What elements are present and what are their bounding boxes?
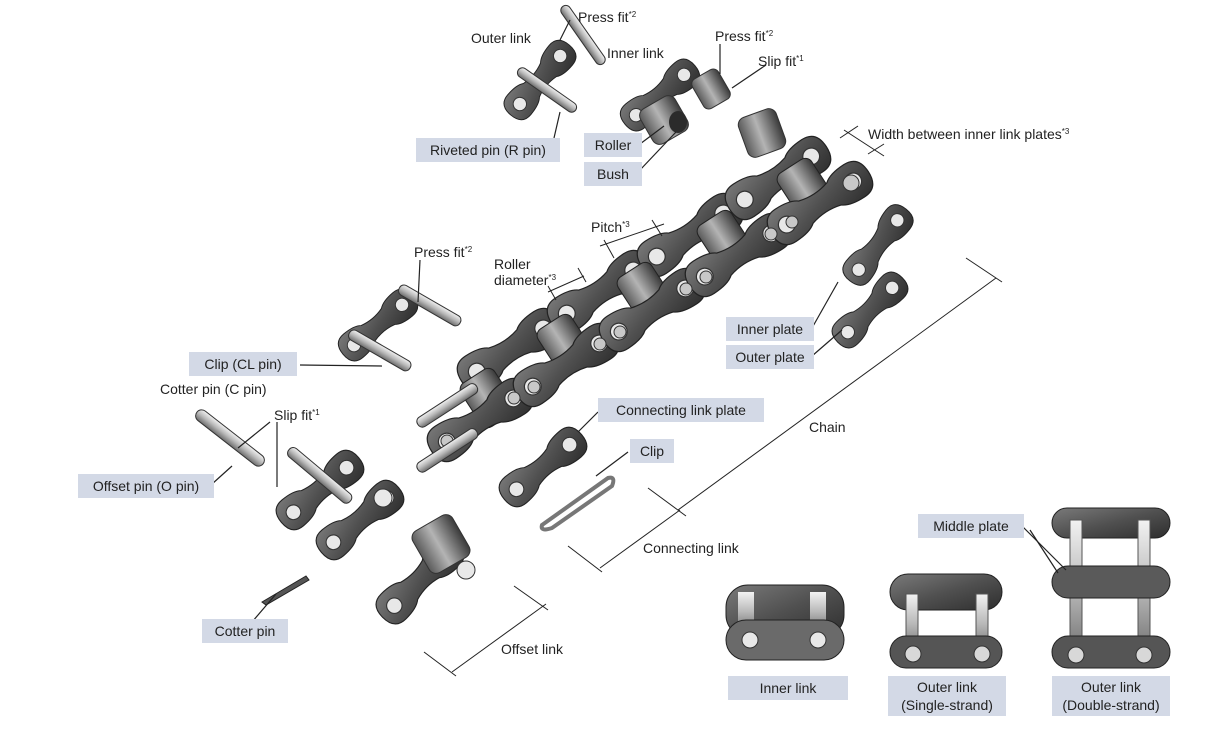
width-between-label: Width between inner link plates*3 xyxy=(868,126,1070,142)
main-chain xyxy=(416,129,880,473)
sample-outer-link-double xyxy=(1051,507,1171,669)
chain-end-pins xyxy=(416,383,479,473)
clip-link-part xyxy=(332,283,462,372)
outer-link-label: Outer link xyxy=(471,30,532,46)
offset-link-label: Offset link xyxy=(501,641,564,657)
press-fit-label-inner: Press fit*2 xyxy=(715,28,774,44)
connecting-link-plate-label: Connecting link plate xyxy=(598,398,764,422)
riveted-pin-label: Riveted pin (R pin) xyxy=(416,138,560,162)
cotter-pin-label: Cotter pin xyxy=(202,619,288,643)
inner-plate-part xyxy=(837,199,919,291)
roller-diameter-label-line2: diameter*3 xyxy=(494,272,557,288)
svg-text:Outer link: Outer link xyxy=(1081,679,1142,695)
press-fit-label-left: Press fit*2 xyxy=(414,244,473,260)
pitch-label: Pitch*3 xyxy=(591,219,630,235)
roller-diameter-label-line1: Roller xyxy=(494,256,531,272)
cotter-pin-part xyxy=(261,575,310,606)
bush-label: Bush xyxy=(584,162,642,186)
connecting-link-label: Connecting link xyxy=(643,540,740,556)
chain-label: Chain xyxy=(809,419,846,435)
sample-outer-link-single xyxy=(889,573,1003,669)
sample-outer-link-single-label: Outer link (Single-strand) xyxy=(888,676,1006,716)
svg-text:(Single-strand): (Single-strand) xyxy=(901,697,993,713)
offset-link-part xyxy=(369,514,476,631)
svg-text:Middle plate: Middle plate xyxy=(933,518,1009,534)
svg-text:Connecting link plate: Connecting link plate xyxy=(616,402,746,418)
leader-lines xyxy=(211,19,1067,623)
sample-inner-link xyxy=(725,584,845,661)
svg-text:Inner plate: Inner plate xyxy=(737,321,803,337)
svg-text:Outer link: Outer link xyxy=(917,679,978,695)
clip-part xyxy=(539,475,616,532)
svg-text:Cotter pin: Cotter pin xyxy=(215,623,276,639)
offset-pin-part xyxy=(195,409,265,467)
clip-cl-pin-label: Clip (CL pin) xyxy=(189,352,297,376)
svg-text:(Double-strand): (Double-strand) xyxy=(1062,697,1159,713)
slip-fit-label-top: Slip fit*1 xyxy=(758,53,804,69)
svg-text:Outer plate: Outer plate xyxy=(735,349,804,365)
slip-fit-label-left: Slip fit*1 xyxy=(274,407,320,423)
roller-label: Roller xyxy=(584,133,642,157)
press-fit-label-top: Press fit*2 xyxy=(578,9,637,25)
dimension-lines xyxy=(423,125,1003,677)
bush-part xyxy=(737,108,787,158)
svg-text:Offset pin (O pin): Offset pin (O pin) xyxy=(93,478,199,494)
inner-link-label: Inner link xyxy=(607,45,665,61)
offset-pin-label: Offset pin (O pin) xyxy=(78,474,214,498)
inner-plate-label: Inner plate xyxy=(726,317,814,341)
cotter-pin-c-label: Cotter pin (C pin) xyxy=(160,381,267,397)
middle-plate-label: Middle plate xyxy=(918,514,1024,538)
sample-outer-link-double-label: Outer link (Double-strand) xyxy=(1052,676,1170,716)
outer-plate-label: Outer plate xyxy=(726,345,814,369)
svg-text:Riveted pin (R pin): Riveted pin (R pin) xyxy=(430,142,546,158)
svg-text:Bush: Bush xyxy=(597,166,629,182)
clip-label: Clip xyxy=(630,439,674,463)
svg-text:Inner link: Inner link xyxy=(760,680,818,696)
svg-text:Clip (CL pin): Clip (CL pin) xyxy=(204,356,281,372)
connecting-link-left-part xyxy=(270,444,410,566)
plain-labels: Outer link Press fit*2 Inner link Press … xyxy=(160,9,1070,657)
svg-text:Clip: Clip xyxy=(640,443,664,459)
sample-inner-link-label: Inner link xyxy=(728,676,848,700)
svg-text:Roller: Roller xyxy=(595,137,632,153)
outer-link-part xyxy=(498,4,606,126)
boxed-labels: Riveted pin (R pin) Roller Bush Clip (CL… xyxy=(78,133,1170,716)
